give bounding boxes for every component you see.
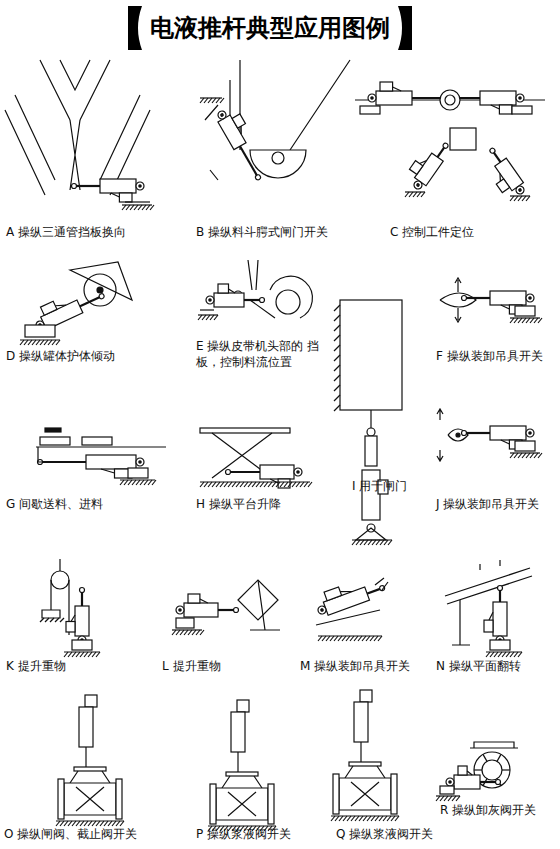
three-way-pipe-figure bbox=[5, 60, 154, 210]
slurry-valve-figure bbox=[331, 690, 399, 821]
figure-caption: C 控制工件定位 bbox=[390, 224, 474, 240]
figure-caption: K 提升重物 bbox=[6, 658, 66, 674]
title: 电液推杆典型应用图例 bbox=[150, 12, 390, 44]
figure-caption: P 操纵浆液阀开关 bbox=[196, 826, 291, 842]
figure-caption: O 操纵闸阀、截止阀开关 bbox=[4, 826, 137, 842]
platform-lift-figure bbox=[200, 428, 312, 488]
spreader-tilted-figure bbox=[313, 572, 388, 641]
belt-head-baffle-figure bbox=[198, 260, 312, 320]
figure-caption: G 间歇送料、进料 bbox=[6, 496, 103, 512]
figure-caption: I 用于闸门 bbox=[352, 478, 407, 494]
figure-caption: L 提升重物 bbox=[162, 658, 221, 674]
figure-caption: J 操纵装卸吊具开关 bbox=[436, 496, 539, 512]
gate-figure bbox=[334, 300, 402, 545]
figure-caption: B 操纵料斗腭式闸门开关 bbox=[196, 224, 328, 240]
figure-caption: H 操纵平台升降 bbox=[196, 496, 281, 512]
gate-valve-figure bbox=[56, 695, 124, 826]
lift-weight-pulley-figure bbox=[40, 559, 100, 657]
figure-caption: F 操纵装卸吊具开关 bbox=[436, 348, 543, 364]
figure-caption: M 操纵装卸吊具开关 bbox=[300, 658, 410, 674]
figure-caption: D 操纵罐体护体倾动 bbox=[6, 348, 115, 364]
plane-tilting-figure bbox=[445, 560, 532, 657]
hoist-tongs-figure bbox=[437, 409, 542, 461]
tank-tilting-figure bbox=[20, 262, 132, 345]
hopper-gate-figure bbox=[200, 60, 350, 183]
grab-tongs-figure bbox=[440, 278, 542, 323]
slurry-valve-figure bbox=[208, 700, 276, 831]
figure-caption: E 操纵皮带机头部的 挡板，控制料流位置 bbox=[196, 338, 336, 370]
title-brackets bbox=[128, 6, 412, 50]
workpiece-positioning-figure bbox=[355, 82, 545, 202]
intermittent-feed-figure bbox=[36, 428, 166, 485]
figure-caption: A 操纵三通管挡板换向 bbox=[6, 224, 126, 240]
figure-caption: N 操纵平面翻转 bbox=[436, 658, 521, 674]
figure-caption: Q 操纵浆液阀开关 bbox=[336, 826, 433, 842]
lift-weight-lever-figure bbox=[172, 580, 280, 635]
ash-valve-figure bbox=[436, 742, 518, 801]
figure-caption: R 操纵卸灰阀开关 bbox=[440, 802, 536, 818]
